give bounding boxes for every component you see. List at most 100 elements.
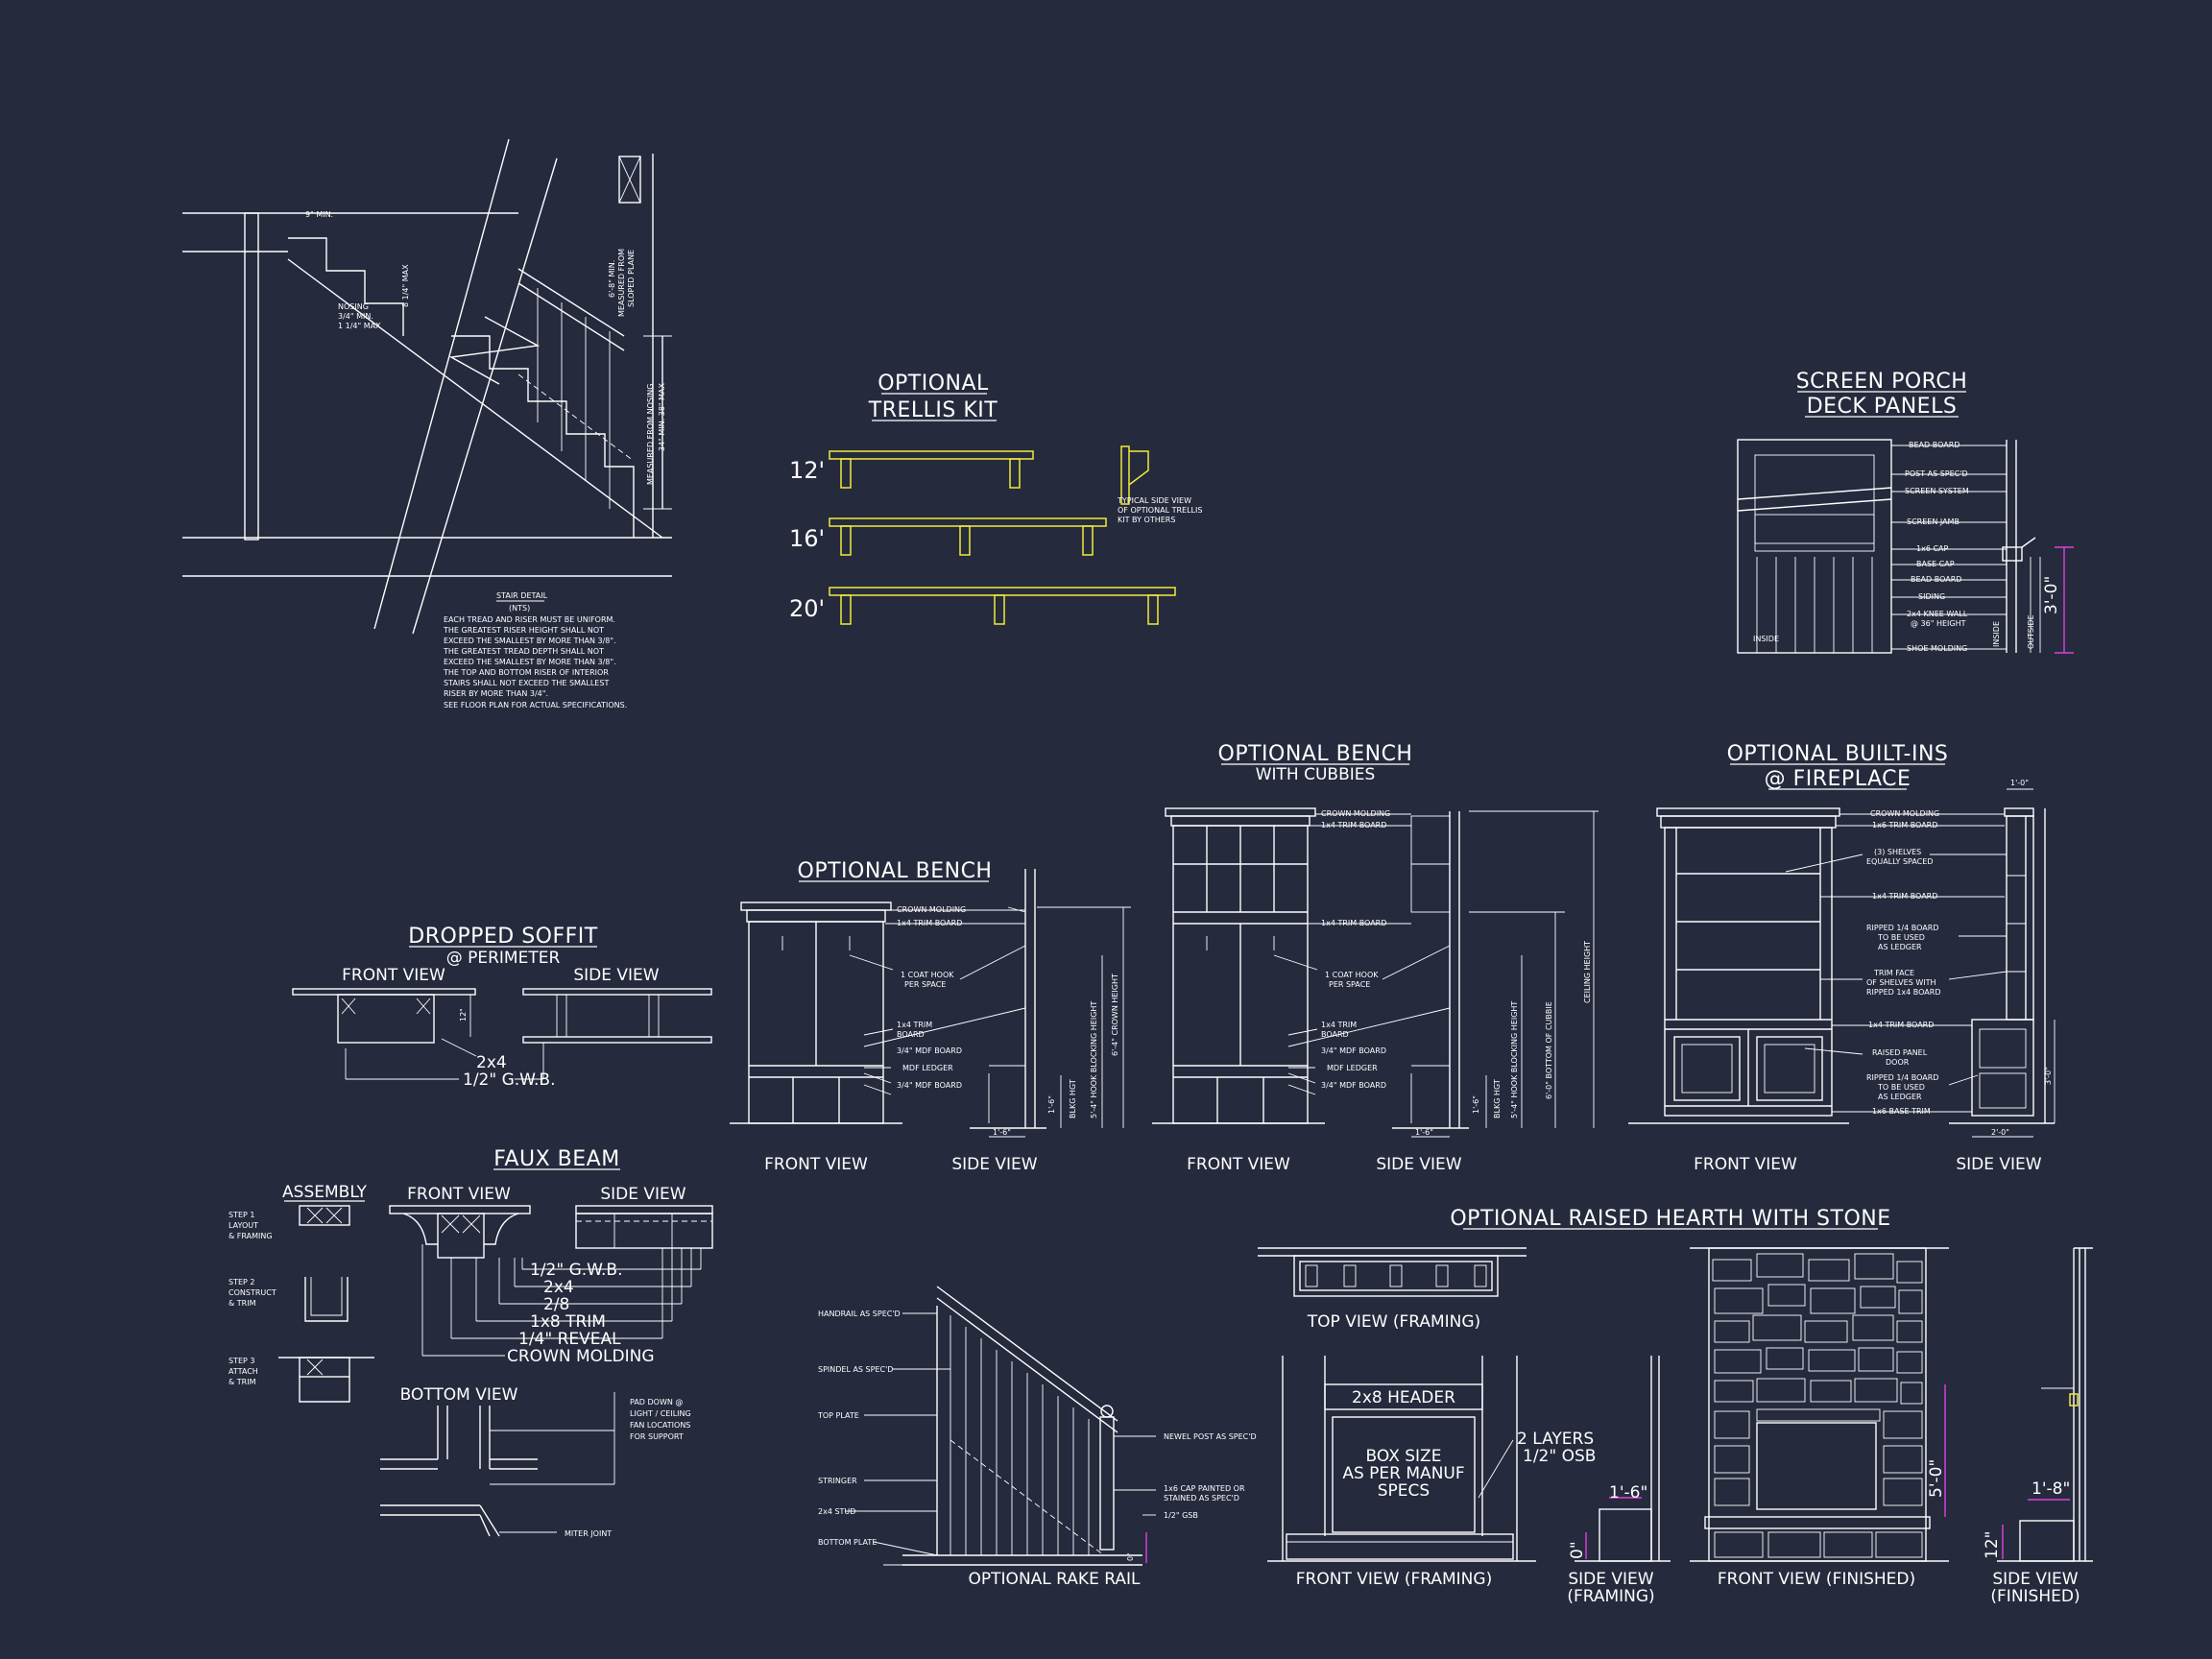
rake-label: TOP PLATE xyxy=(817,1411,859,1420)
hearth-side-framing-2: (FRAMING) xyxy=(1567,1587,1654,1606)
cubbies-label: 1x4 TRIM xyxy=(1321,1021,1357,1029)
builtins-label: AS LEDGER xyxy=(1878,943,1922,951)
faux-beam-front-label: FRONT VIEW xyxy=(407,1185,511,1204)
bench-label: 1 COAT HOOK xyxy=(901,971,954,979)
nosing-min-label: 3/4" MIN. xyxy=(338,312,373,321)
bench-label: MDF LEDGER xyxy=(902,1064,953,1072)
builtins-side-label: SIDE VIEW xyxy=(1956,1155,2041,1174)
cubbies-front-label: FRONT VIEW xyxy=(1187,1155,1290,1174)
faux-layer: 1/4" REVEAL xyxy=(518,1330,621,1349)
trellis-size-16: 16' xyxy=(789,525,825,552)
bench-label: 1x4 TRIM BOARD xyxy=(897,919,962,927)
step2-line: STEP 2 xyxy=(228,1278,254,1286)
screen-porch-leaders xyxy=(1891,445,2007,650)
cubbies-label: 1x4 TRIM BOARD xyxy=(1321,919,1386,927)
bench-dim-seat: 1'-6" xyxy=(1047,1095,1056,1114)
builtins-label: OF SHELVES WITH xyxy=(1866,978,1936,987)
dropped-soffit: DROPPED SOFFIT @ PERIMETER FRONT VIEW SI… xyxy=(292,925,712,1090)
builtins-label: 1x6 TRIM BOARD xyxy=(1872,821,1937,830)
step1-line: STEP 1 xyxy=(228,1211,254,1219)
builtins-dim-height: 3'-0" xyxy=(2044,1067,2053,1085)
builtins-label: DOOR xyxy=(1886,1058,1910,1067)
soffit-gwb-label: 1/2" G.W.B. xyxy=(463,1070,556,1090)
builtins-label: 1x6 BASE TRIM xyxy=(1872,1107,1931,1116)
rake-rail-title: OPTIONAL RAKE RAIL xyxy=(969,1570,1141,1589)
sp-label: SIDING xyxy=(1918,592,1945,601)
sp-label: POST AS SPEC'D xyxy=(1905,469,1968,478)
bench-with-cubbies: OPTIONAL BENCH WITH CUBBIES 1'-6" 1'-6" … xyxy=(1152,742,1599,1174)
builtins-label: EQUALLY SPACED xyxy=(1866,857,1933,866)
optional-bench: OPTIONAL BENCH 1'-6" 1'-6" BLKG HGT 5'-4… xyxy=(730,859,1131,1174)
rail-range-label: 34" MIN. 38" MAX xyxy=(658,382,666,451)
bench-label: 3/4" MDF BOARD xyxy=(897,1081,962,1090)
builtins-dim-top: 1'-0" xyxy=(2010,779,2029,787)
hearth-front-framing: FRONT VIEW (FRAMING) xyxy=(1296,1570,1492,1589)
builtins-label: AS LEDGER xyxy=(1878,1093,1922,1101)
cubbies-label: PER SPACE xyxy=(1329,980,1370,989)
trellis-20 xyxy=(829,587,1176,625)
builtins-title-1: OPTIONAL BUILT-INS xyxy=(1727,742,1949,766)
headroom-measured-label: MEASURED FROM xyxy=(617,249,626,317)
hearth-side-height: 0" xyxy=(1568,1541,1587,1559)
bench-title: OPTIONAL BENCH xyxy=(798,859,993,883)
sp-outside-label: OUTSIDE xyxy=(2027,614,2035,649)
builtins-label: TO BE USED xyxy=(1877,1083,1925,1092)
stair-note-lines: EACH TREAD AND RISER MUST BE UNIFORM. TH… xyxy=(443,615,627,709)
builtins-label: (3) SHELVES xyxy=(1874,848,1921,856)
step2-line: CONSTRUCT xyxy=(228,1288,276,1297)
rail-measured-label: MEASURED FROM NOSING xyxy=(646,384,655,485)
cubbies-dim-blkg: BLKG HGT xyxy=(1493,1079,1502,1118)
stair-note-line: RISER BY MORE THAN 3/4". xyxy=(444,689,548,698)
hearth-side-dim: 1'-6" xyxy=(1609,1483,1647,1503)
nosing-max-label: 1 1/4" MAX xyxy=(338,322,381,330)
soffit-title: DROPPED SOFFIT xyxy=(408,925,597,949)
trellis-side-view xyxy=(1120,445,1149,505)
screen-porch-deck-panels: SCREEN PORCH DECK PANELS 3'-0" BEAD BOAR… xyxy=(1737,370,2074,654)
cubbies-label: MDF LEDGER xyxy=(1327,1064,1378,1072)
cubbies-title: OPTIONAL BENCH xyxy=(1218,742,1413,766)
builtins-leaders xyxy=(1785,813,2008,1113)
step3-line: STEP 3 xyxy=(228,1357,254,1365)
headroom-plane-label: SLOPED PLANE xyxy=(627,250,636,307)
faux-layer: 1x8 TRIM xyxy=(530,1312,606,1332)
rake-label: 2x4 STUD xyxy=(818,1507,855,1516)
pad-note: FOR SUPPORT xyxy=(630,1432,684,1441)
bench-dim-blkg: BLKG HGT xyxy=(1069,1079,1077,1118)
builtins-label: RIPPED 1/4 BOARD xyxy=(1866,1073,1938,1082)
trellis-title-1: OPTIONAL xyxy=(878,372,989,396)
builtins-title-2: @ FIREPLACE xyxy=(1765,767,1911,791)
stair-note-line: EXCEED THE SMALLEST BY MORE THAN 3/8". xyxy=(444,637,616,645)
sp-label: SCREEN SYSTEM xyxy=(1905,487,1969,495)
faux-beam: FAUX BEAM ASSEMBLY STEP 1 LAYOUT & FRAMI… xyxy=(228,1147,713,1538)
bench-front-label: FRONT VIEW xyxy=(764,1155,868,1174)
cubbies-dim-ceiling: CEILING HEIGHT xyxy=(1583,941,1592,1003)
soffit-side-label: SIDE VIEW xyxy=(573,966,659,985)
trellis-title-2: TRELLIS KIT xyxy=(868,398,998,422)
hearth-top-view: TOP VIEW (FRAMING) xyxy=(1307,1312,1480,1332)
sp-inside-label-2: INSIDE xyxy=(1992,621,2001,647)
cubbies-dim-bottom: 6'-0" BOTTOM OF CUBBIE xyxy=(1545,1001,1553,1099)
rake-label: SPINDEL AS SPEC'D xyxy=(818,1365,893,1374)
cubbies-dim-hook: 5'-4" HOOK BLOCKING HEIGHT xyxy=(1510,1001,1519,1118)
sp-inside-label: INSIDE xyxy=(1753,635,1779,643)
bench-label: 1x4 TRIM xyxy=(897,1021,932,1029)
sp-label: SCREEN JAMB xyxy=(1907,517,1960,526)
rake-dim: 0" xyxy=(1126,1552,1135,1561)
rake-label: HANDRAIL AS SPEC'D xyxy=(818,1310,901,1318)
faux-layer: CROWN MOLDING xyxy=(507,1347,655,1366)
hearth-header-label: 2x8 HEADER xyxy=(1352,1388,1455,1407)
riser-max-label: 8 1/4" MAX xyxy=(401,264,410,307)
bench-dim-hook: 5'-4" HOOK BLOCKING HEIGHT xyxy=(1090,1001,1098,1118)
bench-label: 3/4" MDF BOARD xyxy=(897,1046,962,1055)
stone-fireplace: 5'-0" xyxy=(1690,1247,1949,1562)
bench-dim-crown: 6'-4" CROWN HEIGHT xyxy=(1111,974,1119,1056)
rake-label-right: STAINED AS SPEC'D xyxy=(1164,1494,1239,1503)
rake-label: BOTTOM PLATE xyxy=(818,1538,877,1547)
headroom-min-label: 6'-8" MIN. xyxy=(608,260,616,298)
trellis-kit: OPTIONAL TRELLIS KIT 12' 16' 20' TYPICAL… xyxy=(789,372,1202,625)
cubbies-label: BOARD xyxy=(1321,1030,1349,1039)
faux-layer: 2x4 xyxy=(543,1278,574,1297)
pad-note: FAN LOCATIONS xyxy=(630,1421,690,1430)
trellis-side-note-2: OF OPTIONAL TRELLIS xyxy=(1118,506,1202,515)
